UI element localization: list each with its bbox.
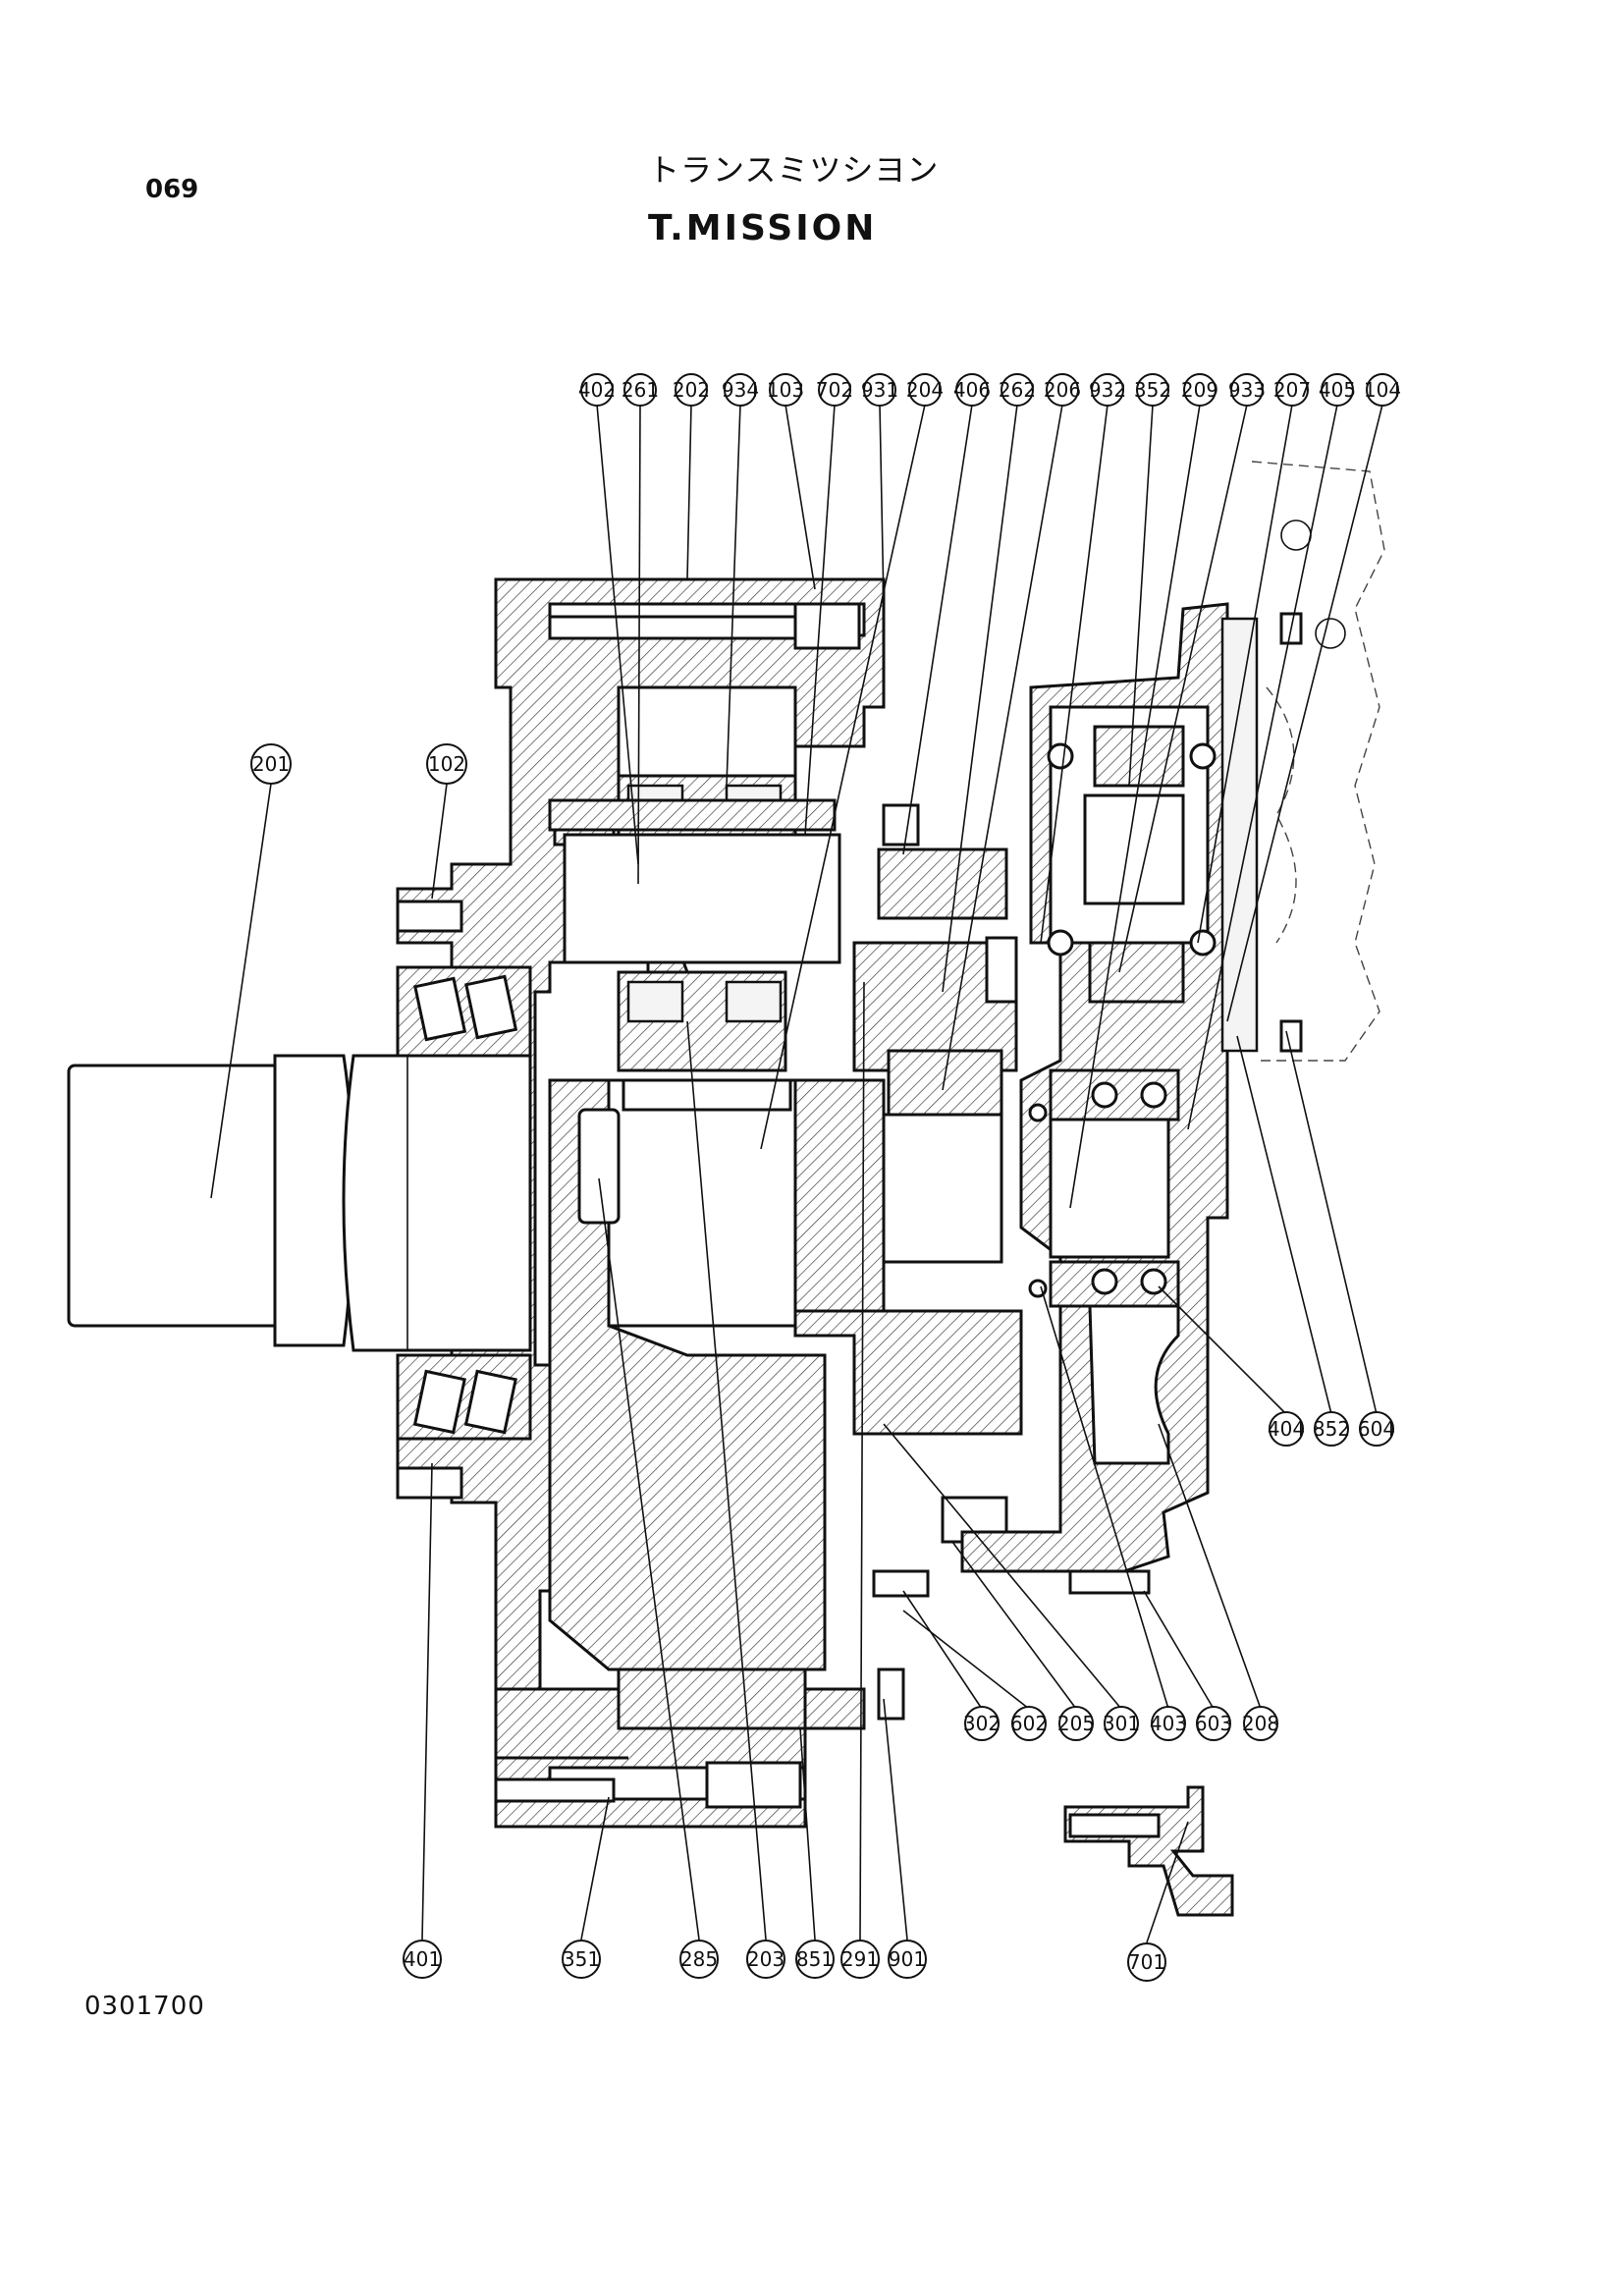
- motor-outline: [1251, 461, 1385, 1062]
- left-bearings: [396, 900, 532, 1500]
- title-japanese: トランスミツシヨン: [648, 151, 940, 189]
- callout-932: 932: [1089, 373, 1126, 407]
- callout-933: 933: [1228, 373, 1266, 407]
- callout-603: 603: [1195, 1706, 1232, 1741]
- callout-102: 102: [426, 743, 467, 785]
- callout-404: 404: [1268, 1411, 1305, 1447]
- svg-text:104: 104: [1364, 378, 1401, 402]
- svg-text:406: 406: [953, 378, 991, 402]
- svg-text:602: 602: [1010, 1712, 1048, 1735]
- svg-text:932: 932: [1089, 378, 1126, 402]
- callout-852: 852: [1313, 1411, 1350, 1447]
- callout-203: 203: [746, 1940, 785, 1979]
- svg-text:604: 604: [1358, 1417, 1395, 1441]
- callout-205: 205: [1057, 1706, 1095, 1741]
- svg-text:933: 933: [1228, 378, 1266, 402]
- svg-text:103: 103: [767, 378, 804, 402]
- callout-208: 208: [1242, 1706, 1279, 1741]
- callout-207: 207: [1273, 373, 1311, 407]
- svg-text:205: 205: [1057, 1712, 1095, 1735]
- callouts-right-column: 404 852 604: [1268, 1411, 1395, 1447]
- callout-201: 201: [250, 743, 292, 785]
- svg-text:351: 351: [563, 1947, 600, 1971]
- svg-text:204: 204: [906, 378, 944, 402]
- callouts-detail: 701: [1127, 1942, 1166, 1982]
- callout-403: 403: [1150, 1706, 1187, 1741]
- svg-text:934: 934: [722, 378, 759, 402]
- ball-bearings: [1028, 742, 1217, 1298]
- leader-lines: [210, 404, 1383, 1943]
- svg-text:405: 405: [1319, 378, 1356, 402]
- callouts-left: 201 102: [250, 743, 467, 785]
- callout-204: 204: [906, 373, 944, 407]
- svg-text:701: 701: [1128, 1950, 1165, 1974]
- svg-text:301: 301: [1103, 1712, 1140, 1735]
- callout-285: 285: [679, 1940, 719, 1979]
- callout-291: 291: [840, 1940, 880, 1979]
- svg-text:851: 851: [796, 1947, 834, 1971]
- svg-text:208: 208: [1242, 1712, 1279, 1735]
- callout-405: 405: [1319, 373, 1356, 407]
- gear-train: [793, 803, 1023, 1544]
- callout-351: 351: [562, 1940, 601, 1979]
- svg-text:852: 852: [1313, 1417, 1350, 1441]
- carrier: [548, 1078, 886, 1671]
- svg-text:285: 285: [680, 1947, 718, 1971]
- svg-text:206: 206: [1044, 378, 1081, 402]
- svg-text:404: 404: [1268, 1417, 1305, 1441]
- callout-103: 103: [767, 373, 804, 407]
- callout-402: 402: [578, 373, 616, 407]
- callout-931: 931: [861, 373, 898, 407]
- svg-text:207: 207: [1273, 378, 1311, 402]
- callout-209: 209: [1181, 373, 1218, 407]
- callout-602: 602: [1010, 1706, 1048, 1741]
- callout-851: 851: [795, 1940, 835, 1979]
- svg-text:901: 901: [889, 1947, 926, 1971]
- output-shaft: [67, 1054, 532, 1352]
- svg-text:203: 203: [747, 1947, 784, 1971]
- callouts-middle-bottom: 302 602 205 301 403 603 208: [963, 1706, 1279, 1741]
- callouts-bottom-row: 401 351 285 203 851 291 901: [403, 1940, 927, 1979]
- callout-301: 301: [1103, 1706, 1140, 1741]
- drawing-number: 0301700: [84, 1992, 205, 2021]
- svg-text:209: 209: [1181, 378, 1218, 402]
- callout-401: 401: [403, 1940, 442, 1979]
- svg-text:302: 302: [963, 1712, 1001, 1735]
- svg-text:261: 261: [622, 378, 659, 402]
- detail-701: [1063, 1785, 1234, 1917]
- callouts-top-row: 402 261 202 934 103 702 931 204 406 262 …: [578, 373, 1401, 407]
- svg-text:603: 603: [1195, 1712, 1232, 1735]
- title-english: T.MISSION: [648, 208, 878, 248]
- callout-104: 104: [1364, 373, 1401, 407]
- svg-text:262: 262: [999, 378, 1036, 402]
- svg-text:702: 702: [816, 378, 853, 402]
- callout-406: 406: [953, 373, 991, 407]
- callout-302: 302: [963, 1706, 1001, 1741]
- callout-934: 934: [722, 373, 759, 407]
- svg-text:352: 352: [1134, 378, 1171, 402]
- callout-352: 352: [1134, 373, 1171, 407]
- callout-262: 262: [999, 373, 1036, 407]
- callout-261: 261: [622, 373, 659, 407]
- svg-text:201: 201: [252, 752, 290, 776]
- svg-text:291: 291: [841, 1947, 879, 1971]
- svg-text:402: 402: [578, 378, 616, 402]
- svg-text:202: 202: [673, 378, 710, 402]
- bolts: [494, 602, 1151, 1809]
- page-number: 069: [145, 175, 199, 204]
- callout-604: 604: [1358, 1411, 1395, 1447]
- svg-text:102: 102: [428, 752, 465, 776]
- svg-text:403: 403: [1150, 1712, 1187, 1735]
- svg-text:401: 401: [404, 1947, 441, 1971]
- callout-702: 702: [816, 373, 853, 407]
- callout-206: 206: [1044, 373, 1081, 407]
- callout-901: 901: [888, 1940, 927, 1979]
- callout-701: 701: [1127, 1942, 1166, 1982]
- svg-text:931: 931: [861, 378, 898, 402]
- callout-202: 202: [673, 373, 710, 407]
